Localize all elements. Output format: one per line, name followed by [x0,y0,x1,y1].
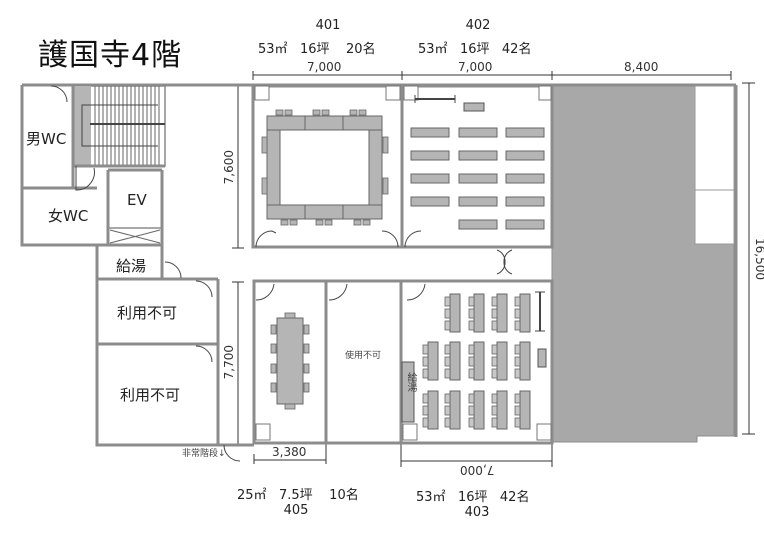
room-402 [400,84,554,249]
room-401-area: 53㎡ [258,42,288,57]
room-403-capacity: 42名 [499,490,530,505]
room-405-area: 25㎡ [237,488,267,503]
room-401-capacity: 20名 [346,42,376,57]
unusable-room-label: 使用不可 [345,351,382,361]
room-403-tsubo: 16坪 [457,490,488,505]
dim-upper-height: 7,600 [222,150,236,185]
room-401-info: 53㎡ 16坪 20名 [258,38,376,57]
dim-right-width: 8,400 [624,60,659,74]
room-402-info: 53㎡ 16坪 42名 [418,38,531,57]
elevator-shaft [109,229,161,244]
womens-wc-label: 女WC [48,207,89,225]
kitchenette-label: 給湯 [116,257,147,275]
room-401 [251,84,404,249]
room-401-number: 401 [315,18,341,33]
staircase [72,85,166,167]
room-403-info: 53㎡ 16坪 42名 [416,486,529,505]
room-403-area: 53㎡ [416,490,446,505]
floor-title: 護国寺4階 [38,38,183,73]
room-405-capacity: 10名 [329,488,359,503]
room-405 [252,279,328,445]
room-405-number: 405 [283,503,309,518]
dim-401-width: 7,000 [307,60,342,74]
kitchenette-403-label: 給湯 [405,372,416,392]
room-402-capacity: 42名 [501,42,532,57]
room-403-number: 403 [464,505,490,520]
room-402-number: 402 [465,18,491,33]
room-405-info: 25㎡ 7.5坪 10名 [237,484,359,503]
dimension-lines [232,71,755,467]
dim-402-width: 7,000 [458,60,493,74]
elevator-label: EV [127,191,147,209]
room-403 [399,279,554,445]
room-402-tsubo: 16坪 [459,42,490,57]
room-401-tsubo: 16坪 [299,42,330,57]
room-unusable [324,279,403,445]
mens-wc-label: 男WC [26,130,67,148]
unavailable-room-2-label: 利用不可 [120,386,181,404]
dim-lower-height: 7,700 [222,345,236,380]
dim-total-height: 16,500 [753,238,764,280]
room-402-area: 53㎡ [418,42,448,57]
dim-403-width: 7,000 [460,463,495,477]
emergency-stairs-label: 非常階段↓ [182,449,226,459]
unavailable-room-1-label: 利用不可 [117,304,178,322]
dim-405-width: 3,380 [272,445,307,459]
room-405-tsubo: 7.5坪 [278,488,313,503]
